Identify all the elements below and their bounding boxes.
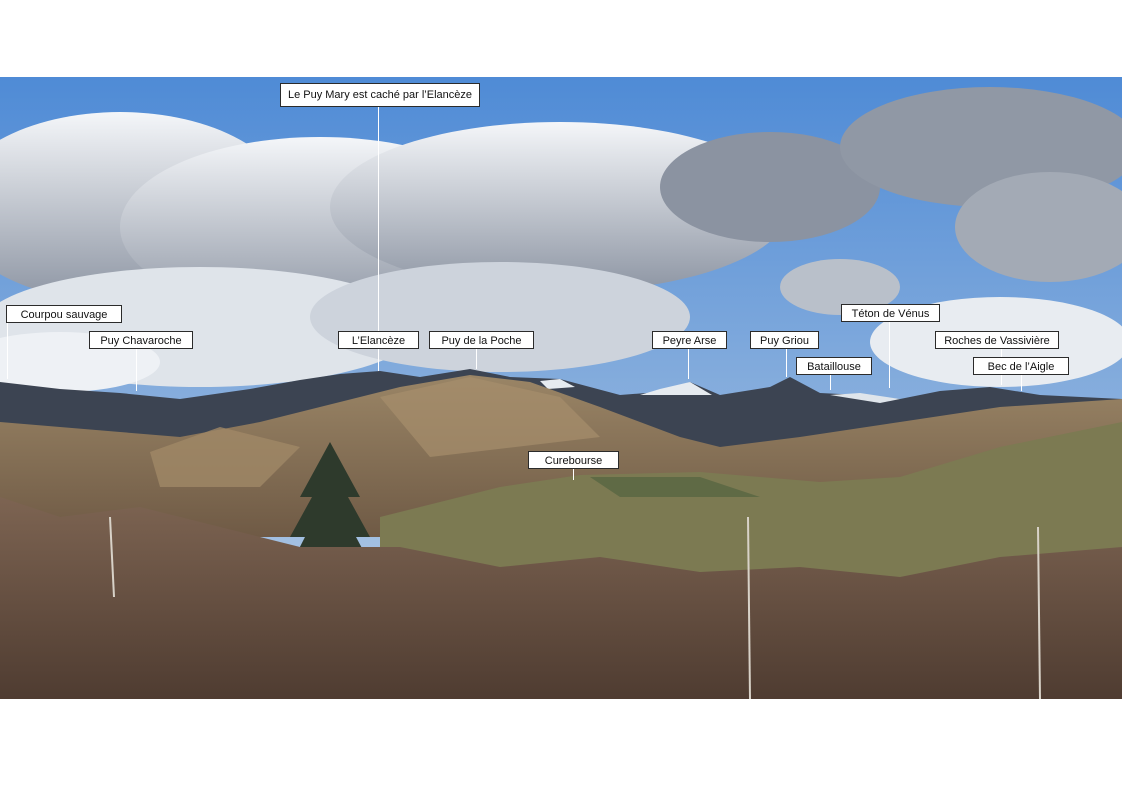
label-bec-de-l-aigle: Bec de l’Aigle [973, 357, 1069, 375]
birch-trunks [109, 516, 1041, 699]
snow-cap [640, 382, 712, 395]
label-teton-de-venus: Téton de Vénus [841, 304, 940, 322]
mountain-panorama-illustration [0, 77, 1122, 699]
label-puy-mary-note: Le Puy Mary est caché par l’Elancèze [280, 83, 480, 107]
snow-cap [540, 379, 575, 389]
label-curebourse: Curebourse [528, 451, 619, 469]
label-roches-de-vassiviere: Roches de Vassivière [935, 331, 1059, 349]
label-puy-de-la-poche: Puy de la Poche [429, 331, 534, 349]
snow-cap [830, 393, 900, 403]
label-puy-chavaroche: Puy Chavaroche [89, 331, 193, 349]
label-bataillouse: Bataillouse [796, 357, 872, 375]
label-puy-griou: Puy Griou [750, 331, 819, 349]
label-courpou-sauvage: Courpou sauvage [6, 305, 122, 323]
label-elanceze: L’Elancèze [338, 331, 419, 349]
label-peyre-arse: Peyre Arse [652, 331, 727, 349]
clouds [0, 87, 1122, 392]
landscape-photo [0, 77, 1122, 699]
meadow [380, 422, 1122, 577]
foreground-brush [0, 497, 1122, 699]
